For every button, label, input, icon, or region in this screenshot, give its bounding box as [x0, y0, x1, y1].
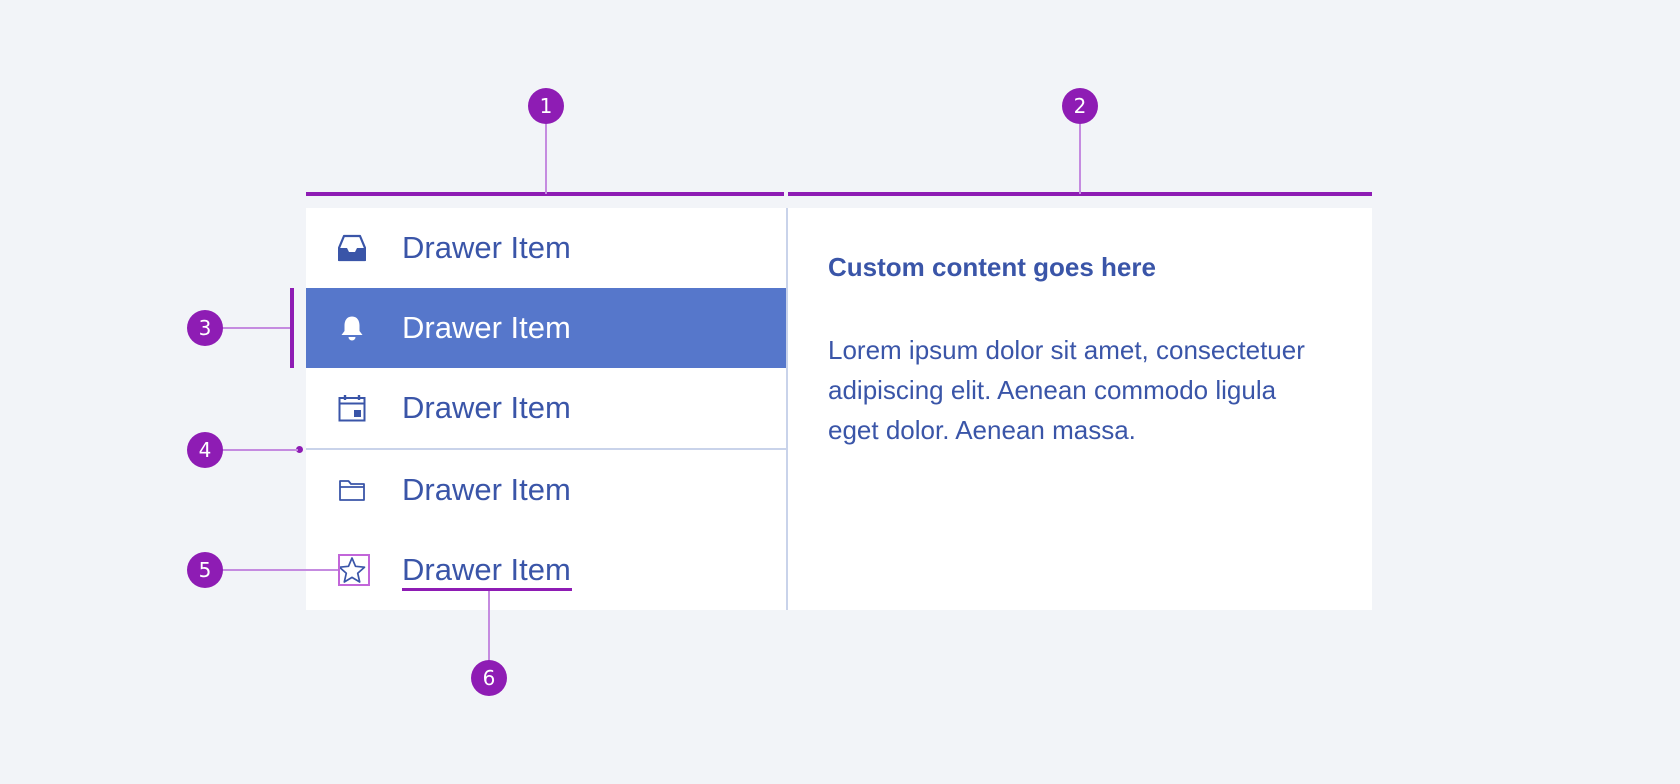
calendar-icon — [338, 394, 366, 422]
callout-5-leader — [222, 569, 338, 571]
drawer-item-calendar[interactable]: Drawer Item — [306, 368, 786, 448]
drawer-item-label: Drawer Item — [402, 310, 571, 345]
drawer-item-label: Drawer Item — [402, 390, 571, 425]
icon-highlight-box — [338, 554, 370, 586]
inbox-icon — [337, 234, 367, 262]
drawer-item-notifications[interactable]: Drawer Item — [306, 288, 786, 368]
callout-1-leader — [545, 124, 547, 194]
star-icon — [338, 556, 366, 584]
label-underline — [402, 588, 572, 591]
drawer-item-folder[interactable]: Drawer Item — [306, 450, 786, 530]
drawer-item-inbox[interactable]: Drawer Item — [306, 208, 786, 288]
callout-2: 2 — [1062, 88, 1098, 124]
drawer-item-favorites[interactable]: Drawer Item — [306, 530, 786, 610]
drawer-divider — [306, 448, 786, 450]
callout-4: 4 — [187, 432, 223, 468]
selected-item-indicator — [290, 288, 294, 368]
panel-separator — [786, 208, 788, 610]
callout-3: 3 — [187, 310, 223, 346]
content-panel: Custom content goes here Lorem ipsum dol… — [788, 208, 1372, 610]
drawer-bracket — [306, 192, 784, 196]
callout-1: 1 — [528, 88, 564, 124]
folder-icon — [338, 476, 366, 504]
callout-5: 5 — [187, 552, 223, 588]
content-bracket — [788, 192, 1372, 196]
navigation-drawer: Drawer Item Drawer Item Drawer Item — [306, 208, 786, 610]
callout-3-leader — [222, 327, 290, 329]
bell-icon — [338, 314, 366, 342]
content-heading: Custom content goes here — [828, 252, 1156, 282]
callout-4-leader — [222, 449, 298, 451]
divider-dot — [296, 446, 303, 453]
drawer-item-label: Drawer Item — [402, 552, 571, 587]
drawer-item-label: Drawer Item — [402, 230, 571, 265]
callout-6-leader — [488, 591, 490, 661]
drawer-item-label: Drawer Item — [402, 472, 571, 507]
content-body: Lorem ipsum dolor sit amet, consectetuer… — [828, 335, 1305, 445]
callout-6: 6 — [471, 660, 507, 696]
callout-2-leader — [1079, 124, 1081, 194]
